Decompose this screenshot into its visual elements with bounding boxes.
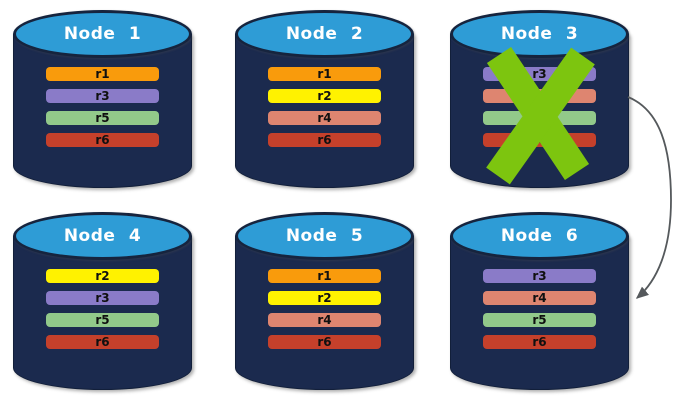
partition-label: r1 bbox=[95, 67, 110, 81]
node-1-bar-r5: r5 bbox=[46, 111, 159, 125]
node-1-cylinder-top: Node 1 bbox=[13, 10, 192, 58]
node-2-partitions: r1 r2 r4 r6 bbox=[268, 67, 381, 155]
node-6-bar-r5: r5 bbox=[483, 313, 596, 327]
node-3-bar-r6: r6 bbox=[483, 133, 596, 147]
node-6-bar-r3: r3 bbox=[483, 269, 596, 283]
partition-label: r2 bbox=[95, 269, 110, 283]
partition-label: r2 bbox=[317, 291, 332, 305]
node-4-bar-r6: r6 bbox=[46, 335, 159, 349]
partition-label: r4 bbox=[532, 291, 547, 305]
node-2-bar-r1: r1 bbox=[268, 67, 381, 81]
node-6-bar-r4: r4 bbox=[483, 291, 596, 305]
partition-label: r5 bbox=[95, 313, 110, 327]
partition-label: r1 bbox=[317, 67, 332, 81]
node-1-bar-r1: r1 bbox=[46, 67, 159, 81]
node-2-title: Node 2 bbox=[285, 24, 364, 44]
node-4-bar-r2: r2 bbox=[46, 269, 159, 283]
partition-label: r5 bbox=[95, 111, 110, 125]
node-5-partitions: r1 r2 r4 r6 bbox=[268, 269, 381, 357]
partition-label: r3 bbox=[532, 269, 547, 283]
node-5-bar-r1: r1 bbox=[268, 269, 381, 283]
partition-label: r6 bbox=[317, 133, 332, 147]
node-3: Node 3 r3 r4 r5 r6 bbox=[450, 10, 629, 188]
partition-label: r6 bbox=[532, 133, 547, 147]
node-4-partitions: r2 r3 r5 r6 bbox=[46, 269, 159, 357]
partition-label: r6 bbox=[95, 335, 110, 349]
partition-label: r3 bbox=[532, 67, 547, 81]
node-5-bar-r4: r4 bbox=[268, 313, 381, 327]
node-4-title: Node 4 bbox=[63, 226, 142, 246]
node-6-partitions: r3 r4 r5 r6 bbox=[483, 269, 596, 357]
partition-label: r5 bbox=[532, 111, 547, 125]
node-4-cylinder-top: Node 4 bbox=[13, 212, 192, 260]
node-2-bar-r2: r2 bbox=[268, 89, 381, 103]
node-3-bar-r4: r4 bbox=[483, 89, 596, 103]
node-5-bar-r6: r6 bbox=[268, 335, 381, 349]
node-5: Node 5 r1 r2 r4 r6 bbox=[235, 212, 414, 390]
node-6-cylinder-top: Node 6 bbox=[450, 212, 629, 260]
node-2-bar-r6: r6 bbox=[268, 133, 381, 147]
node-6-bar-r6: r6 bbox=[483, 335, 596, 349]
node-4-bar-r5: r5 bbox=[46, 313, 159, 327]
partition-label: r6 bbox=[532, 335, 547, 349]
node-1-bar-r3: r3 bbox=[46, 89, 159, 103]
node-1-partitions: r1 r3 r5 r6 bbox=[46, 67, 159, 155]
node-1: Node 1 r1 r3 r5 r6 bbox=[13, 10, 192, 188]
partition-label: r2 bbox=[317, 89, 332, 103]
node-3-cylinder-top: Node 3 bbox=[450, 10, 629, 58]
node-3-bar-r5: r5 bbox=[483, 111, 596, 125]
partition-label: r3 bbox=[95, 89, 110, 103]
partition-label: r1 bbox=[317, 269, 332, 283]
node-2-bar-r4: r4 bbox=[268, 111, 381, 125]
partition-label: r4 bbox=[317, 313, 332, 327]
failover-arrow bbox=[627, 96, 672, 299]
partition-label: r4 bbox=[317, 111, 332, 125]
node-6-title: Node 6 bbox=[500, 226, 579, 246]
node-3-partitions: r3 r4 r5 r6 bbox=[483, 67, 596, 155]
node-4-bar-r3: r3 bbox=[46, 291, 159, 305]
partition-label: r4 bbox=[532, 89, 547, 103]
node-6: Node 6 r3 r4 r5 r6 bbox=[450, 212, 629, 390]
node-4: Node 4 r2 r3 r5 r6 bbox=[13, 212, 192, 390]
node-2-cylinder-top: Node 2 bbox=[235, 10, 414, 58]
node-3-bar-r3: r3 bbox=[483, 67, 596, 81]
node-1-title: Node 1 bbox=[63, 24, 142, 44]
node-2: Node 2 r1 r2 r4 r6 bbox=[235, 10, 414, 188]
partition-label: r5 bbox=[532, 313, 547, 327]
partition-label: r6 bbox=[95, 133, 110, 147]
node-3-title: Node 3 bbox=[500, 24, 579, 44]
node-5-bar-r2: r2 bbox=[268, 291, 381, 305]
node-5-title: Node 5 bbox=[285, 226, 364, 246]
partition-label: r3 bbox=[95, 291, 110, 305]
node-5-cylinder-top: Node 5 bbox=[235, 212, 414, 260]
node-1-bar-r6: r6 bbox=[46, 133, 159, 147]
partition-label: r6 bbox=[317, 335, 332, 349]
